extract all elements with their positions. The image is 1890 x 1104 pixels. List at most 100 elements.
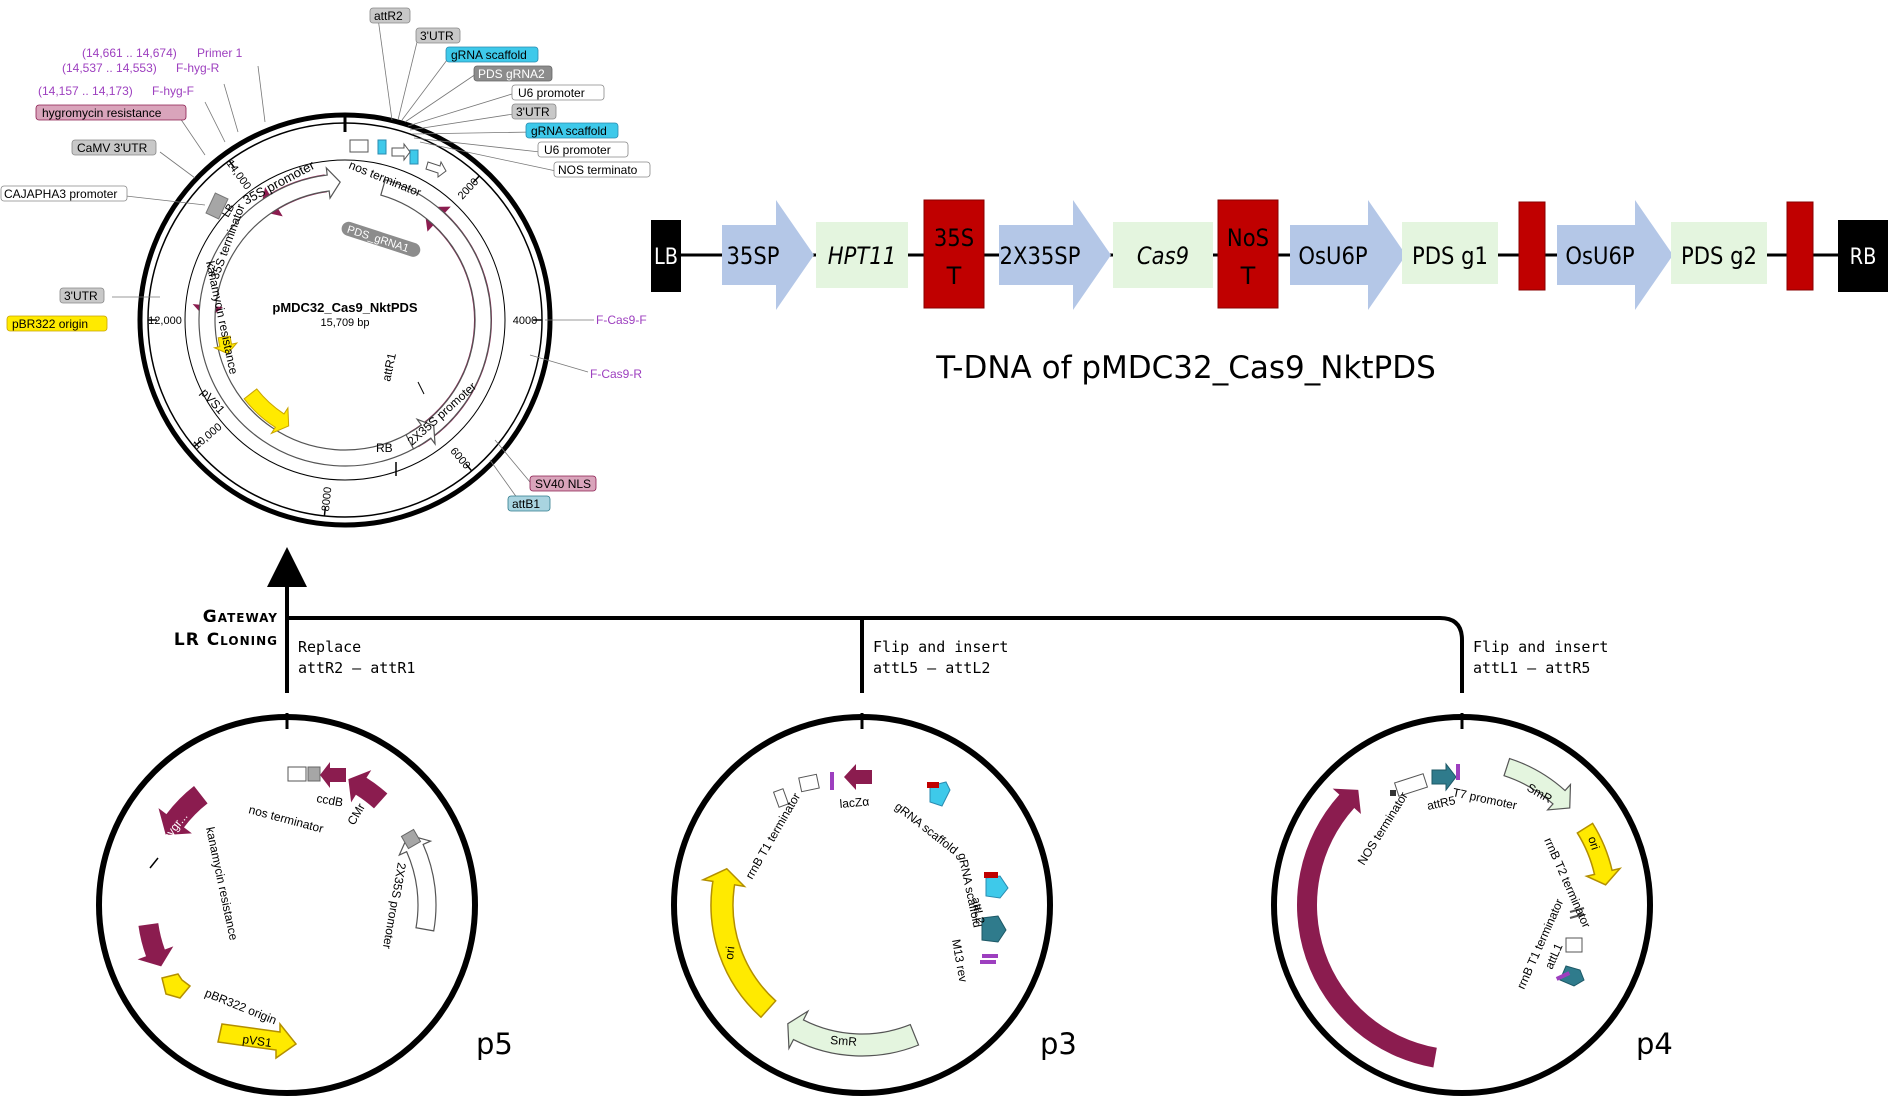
p3-m13-label: M13 rev xyxy=(949,938,970,983)
grna-a-label: gRNA scaffold xyxy=(451,48,527,62)
nos-term-label-bg xyxy=(553,161,651,178)
pbr322-label-bg xyxy=(6,315,108,332)
p4-ring xyxy=(1271,714,1653,1096)
p3-name: p3 xyxy=(1040,1027,1077,1061)
u6-arrow-1 xyxy=(391,142,411,162)
p5-ccdb-box1 xyxy=(287,766,307,782)
p5-name: p5 xyxy=(476,1027,513,1061)
primer1-range-label: (14,661 .. 14,674) xyxy=(82,46,177,60)
cloning-bracket xyxy=(287,616,1464,693)
main-plasmid-name: pMDC32_Cas9_NktPDS xyxy=(272,300,418,315)
p3-smr-label: SmR xyxy=(830,1033,858,1049)
tdna-border-label: RB xyxy=(1850,244,1877,269)
tdna-terminator-label2: T xyxy=(1240,262,1256,290)
p5-pbr-arrow xyxy=(161,973,192,999)
tdna-border-shape xyxy=(651,220,681,292)
tdna-promoter-shape xyxy=(1557,200,1673,310)
p5-pvs1-arrow xyxy=(217,1021,298,1060)
utr3-left-label-bg xyxy=(59,287,105,304)
main-tick-mark xyxy=(228,160,236,169)
pds-grna2-label: PDS gRNA2 xyxy=(478,67,545,81)
fcas9f-label: F-Cas9-F xyxy=(596,313,647,327)
tdna-border-label: LB xyxy=(654,244,678,269)
p5-ccdb-label: ccdB xyxy=(315,791,344,809)
grna-a-label-bg xyxy=(445,46,539,63)
step2-line2: attL5 – attL2 xyxy=(873,659,990,677)
p4-purple-mark xyxy=(1456,764,1460,780)
grna-b-label-bg xyxy=(525,122,619,139)
p3-teal-arrow xyxy=(981,915,1007,943)
donor-plasmid-p4: NOS terminator T7 promoter attR5 SmR ori… xyxy=(1271,713,1673,1096)
grna-box-2 xyxy=(409,149,419,165)
tdna-gene-shape xyxy=(816,222,908,288)
u6-a-label-bg xyxy=(511,84,605,101)
gateway-cloning: Gateway LR Cloning Replace attR2 – attR1… xyxy=(174,547,1608,693)
p3-grna2-arrow xyxy=(985,875,1009,899)
camv-label: CaMV 3'UTR xyxy=(77,141,148,155)
sv40-label: SV40 NLS xyxy=(535,477,591,491)
step3-line2: attL1 – attR5 xyxy=(1473,659,1590,677)
inner-attr1-tick xyxy=(417,381,425,395)
grna-b-label: gRNA scaffold xyxy=(531,124,607,138)
fcas9r-label: F-Cas9-R xyxy=(590,367,642,381)
p5-gray-block xyxy=(400,828,422,850)
tdna-spacer-shape xyxy=(1518,201,1546,291)
main-plasmid-size: 15,709 bp xyxy=(321,317,370,329)
pbr322-arc xyxy=(212,335,239,355)
u6-b-label: U6 promoter xyxy=(544,143,611,157)
main-tick-mark xyxy=(472,175,480,184)
tdna-promoter-shape xyxy=(999,200,1111,310)
p5-kan-arc xyxy=(137,923,174,967)
p4-mark-1 xyxy=(1569,907,1585,913)
tdna-gene-label: HPT11 xyxy=(828,243,896,271)
p3-purple-mark2 xyxy=(982,954,998,958)
p4-cas9-arc xyxy=(1297,788,1437,1068)
tdna-terminator-label: 35S xyxy=(934,225,974,253)
tdna-terminator-label: NoS xyxy=(1227,225,1269,253)
utr3-a-label-bg xyxy=(415,27,461,44)
tdna-guide-shape xyxy=(1671,222,1767,284)
p4-t7-label: T7 promoter xyxy=(1451,785,1518,812)
p5-mark xyxy=(149,857,159,869)
tdna-border-shape xyxy=(1838,220,1888,292)
p4-nos-box xyxy=(1393,773,1429,797)
p3-red-block xyxy=(927,782,939,788)
u6-a-label: U6 promoter xyxy=(518,86,585,100)
main-plasmid-feature-circle xyxy=(184,159,506,481)
nos-term-label: NOS terminato xyxy=(558,163,638,177)
utr3-b-label-bg xyxy=(511,103,557,120)
main-tick-label: 4000 xyxy=(513,315,537,327)
step1-line2: attR2 – attR1 xyxy=(298,659,415,677)
main-tick-mark xyxy=(465,463,473,472)
main-tick-label: 14,000 xyxy=(224,158,253,192)
tdna-promoter-label: 35SP xyxy=(727,243,780,271)
p4-smr-arc xyxy=(1503,757,1572,811)
pbr322-label: pBR322 origin xyxy=(12,317,88,331)
p3-smr-arc xyxy=(787,1009,920,1057)
p3-red-block2 xyxy=(984,872,998,878)
p4-attr5-label: attR5 xyxy=(1426,793,1457,813)
p3-rrnb-label: rrnB T1 terminator xyxy=(742,790,803,881)
sv40-label-bg xyxy=(529,475,597,492)
gateway-title-1: Gateway xyxy=(203,607,278,627)
tdna-terminator-label2: T xyxy=(946,262,962,290)
p5-kan-label: kanamycin resistance xyxy=(203,826,241,942)
gateway-title-2: LR Cloning xyxy=(174,630,278,650)
p5-prom-arc xyxy=(398,834,437,932)
utr3-b-label: 3'UTR xyxy=(516,105,550,119)
p4-ori-arc xyxy=(1576,822,1623,886)
p5-nos-label: nos terminator xyxy=(247,802,325,835)
tdna-guide-label: PDS g1 xyxy=(1412,243,1488,271)
step3-line1: Flip and insert xyxy=(1473,638,1608,656)
tdna-gene-label: Cas9 xyxy=(1137,243,1189,271)
hygro-label: hygromycin resistance xyxy=(42,106,162,120)
p5-ccdb-box2 xyxy=(307,766,321,782)
u6-arrow-2 xyxy=(425,160,447,178)
tdna-promoter-label: OsU6P xyxy=(1565,243,1634,271)
step2-line1: Flip and insert xyxy=(873,638,1008,656)
p3-ori-label: ori xyxy=(722,946,737,961)
grna-box-1 xyxy=(377,139,387,155)
step1-line1: Replace xyxy=(298,638,361,656)
